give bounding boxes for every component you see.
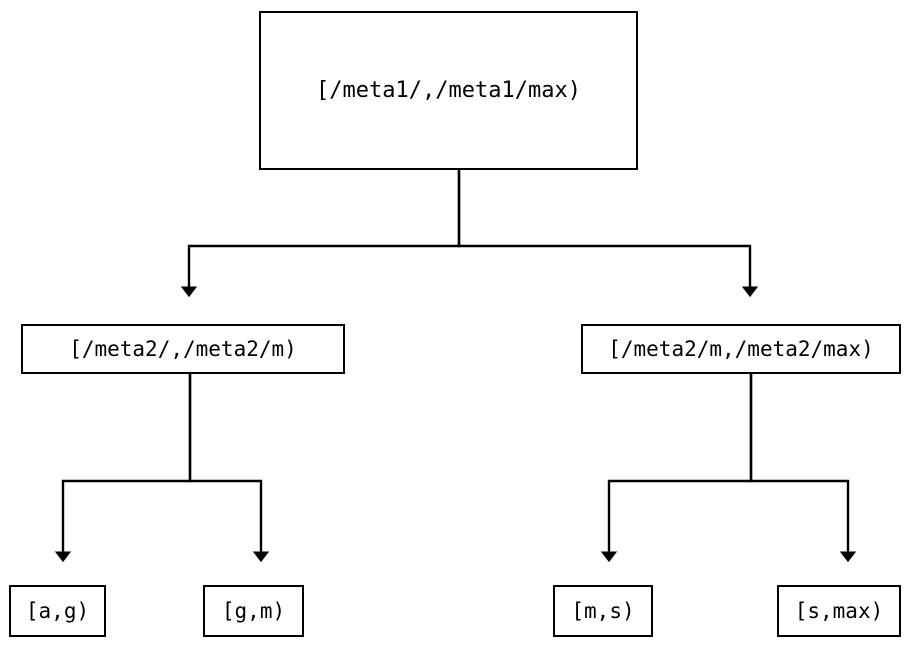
node-leaf-2[interactable]: [g,m): [203, 585, 304, 637]
node-leaf-1-label: [a,g): [25, 599, 90, 623]
node-leaf-4-label: [s,max): [794, 599, 884, 623]
node-mid-right[interactable]: [/meta2/m,/meta2/max): [581, 324, 901, 374]
edge-mid-left-to-leaf-2: [188, 374, 270, 563]
node-root[interactable]: [/meta1/,/meta1/max): [259, 11, 638, 170]
node-leaf-4[interactable]: [s,max): [777, 585, 901, 637]
node-leaf-1[interactable]: [a,g): [9, 585, 106, 637]
edge-mid-right-to-leaf-4: [749, 374, 857, 563]
node-mid-left[interactable]: [/meta2/,/meta2/m): [21, 324, 345, 374]
node-leaf-2-label: [g,m): [221, 599, 286, 623]
edge-mid-left-to-leaf-1: [54, 374, 192, 563]
node-mid-right-label: [/meta2/m,/meta2/max): [608, 337, 874, 361]
edge-root-to-mid-left: [180, 170, 461, 298]
node-leaf-3[interactable]: [m,s): [553, 585, 653, 637]
node-root-label: [/meta1/,/meta1/max): [316, 78, 581, 103]
edge-mid-right-to-leaf-3: [600, 374, 753, 563]
node-leaf-3-label: [m,s): [571, 599, 635, 623]
edge-root-to-mid-right: [457, 170, 759, 298]
node-mid-left-label: [/meta2/,/meta2/m): [69, 337, 297, 361]
